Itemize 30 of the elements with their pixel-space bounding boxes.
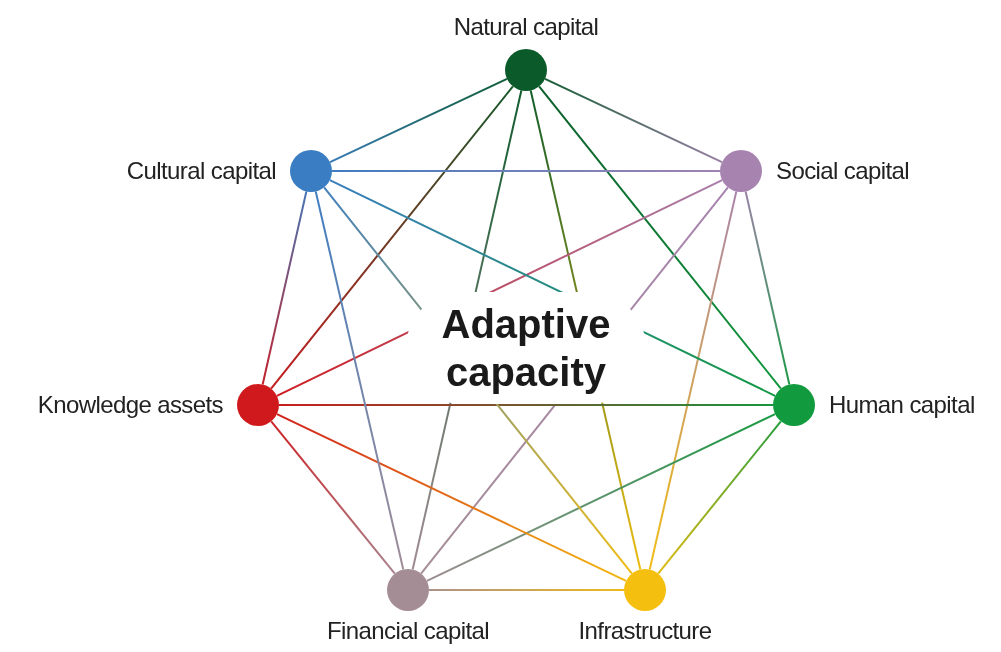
connector-line — [544, 77, 723, 164]
connector-line — [278, 404, 774, 406]
node-label: Natural capital — [453, 13, 599, 41]
node-label: Financial capital — [327, 617, 489, 645]
connector-line — [270, 420, 396, 575]
node-circle — [237, 384, 279, 426]
connector-line — [331, 170, 721, 172]
connector-line — [744, 190, 791, 386]
node-circle — [387, 569, 429, 611]
node-label: Knowledge assets — [37, 391, 223, 419]
connector-line — [275, 413, 628, 582]
node-label: Human capital — [829, 391, 975, 419]
connector-line — [538, 85, 782, 390]
node-circle — [624, 569, 666, 611]
connector-line — [425, 413, 777, 582]
connector-line — [329, 77, 508, 164]
node-circle — [290, 150, 332, 192]
node-label: Infrastructure — [578, 617, 712, 645]
node-circle — [505, 49, 547, 91]
node-circle — [720, 150, 762, 192]
connector-line — [314, 190, 405, 571]
node-label: Social capital — [776, 157, 909, 185]
connector-line — [261, 190, 308, 386]
connector-line — [270, 85, 514, 390]
center-heading: Adaptive capacity — [406, 292, 646, 404]
connector-line — [428, 589, 625, 591]
node-label: Cultural capital — [126, 157, 276, 185]
node-circle — [773, 384, 815, 426]
connector-line — [648, 190, 738, 571]
connector-line — [657, 420, 782, 575]
